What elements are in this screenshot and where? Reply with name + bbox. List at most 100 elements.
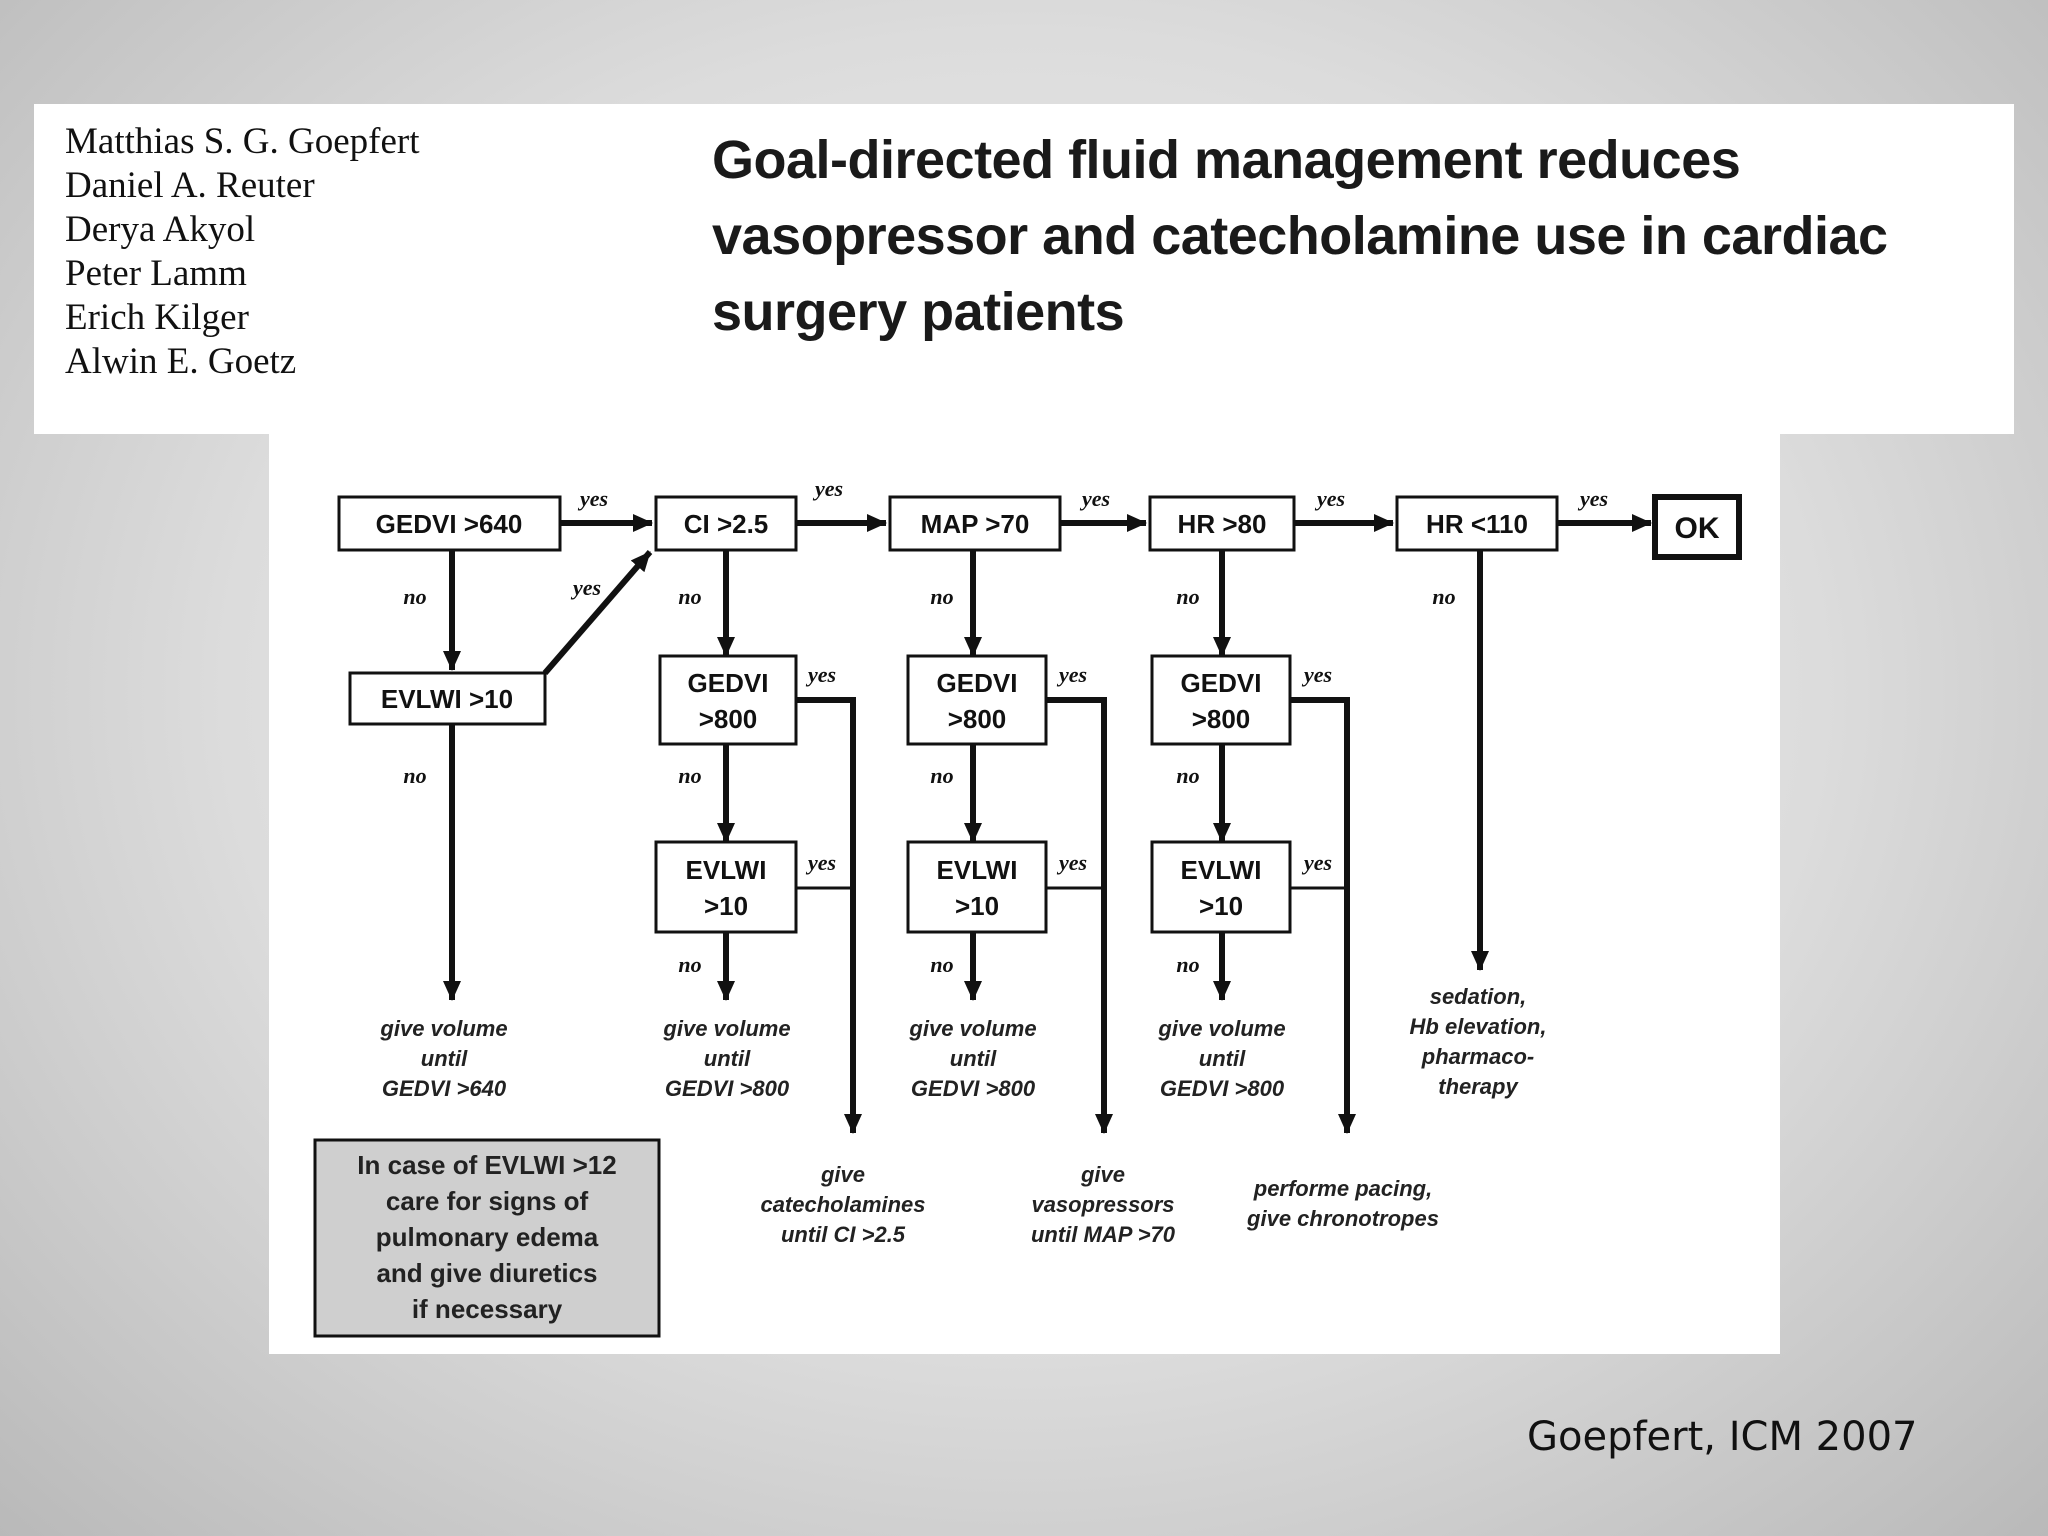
node-evlwi-10: EVLWI >10 — [906, 840, 1048, 934]
node-ci: CI >2.5 — [654, 495, 798, 552]
author-name: Daniel A. Reuter — [65, 165, 315, 206]
yes-label: yes — [805, 662, 836, 687]
note-text: pulmonary edema — [376, 1222, 599, 1252]
no-label: no — [403, 763, 426, 788]
node-evlwi-first: EVLWI >10 — [348, 671, 547, 726]
node-label: EVLWI >10 — [381, 684, 513, 714]
author-name: Erich Kilger — [65, 297, 249, 338]
action-text: give — [1080, 1162, 1125, 1187]
yes-label: yes — [1314, 486, 1345, 511]
arrow-yes-vasopressors — [1046, 697, 1113, 1134]
node-gedvi-800: GEDVI >800 — [658, 654, 798, 746]
no-label: no — [1176, 584, 1199, 609]
citation: Goepfert, ICM 2007 — [1527, 1414, 1918, 1460]
node-hr-110: HR <110 — [1395, 495, 1559, 552]
action-text: give volume — [1157, 1016, 1285, 1041]
yes-labels: yes yes yes yes yes yes yes yes yes yes … — [570, 476, 1608, 875]
node-label: EVLWI — [1181, 855, 1262, 885]
no-label: no — [1432, 584, 1455, 609]
author-name: Peter Lamm — [65, 253, 247, 294]
action-vasopressors: give vasopressors until MAP >70 — [1031, 1162, 1176, 1247]
no-label: no — [930, 584, 953, 609]
node-label: >10 — [704, 891, 748, 921]
action-text: until — [950, 1046, 997, 1071]
node-gedvi-800: GEDVI >800 — [1150, 654, 1292, 746]
no-labels: no no no no no no no no no no no no — [403, 584, 1455, 977]
node-label: >10 — [1199, 891, 1243, 921]
node-gedvi-800: GEDVI >800 — [906, 654, 1048, 746]
node-label: EVLWI — [686, 855, 767, 885]
node-label: >800 — [1192, 704, 1251, 734]
yes-label: yes — [570, 575, 601, 600]
no-label: no — [930, 763, 953, 788]
author-name: Matthias S. G. Goepfert — [65, 121, 420, 162]
node-label: EVLWI — [937, 855, 1018, 885]
note-text: and give diuretics — [376, 1258, 597, 1288]
node-label: GEDVI >640 — [376, 509, 523, 539]
connectors — [443, 514, 1652, 1134]
action-text: performe pacing, — [1253, 1176, 1432, 1201]
action-text: GEDVI >640 — [382, 1076, 507, 1101]
node-gedvi-640: GEDVI >640 — [337, 495, 562, 552]
action-volume-640: give volume until GEDVI >640 — [379, 1016, 507, 1101]
paper-title: Goal-directed fluid management reduces v… — [712, 130, 1888, 342]
action-text: Hb elevation, — [1410, 1014, 1547, 1039]
node-label: OK — [1675, 512, 1720, 545]
action-text: until — [421, 1046, 468, 1071]
author-list: Matthias S. G. Goepfert Daniel A. Reuter… — [65, 120, 420, 384]
action-text: catecholamines — [760, 1192, 925, 1217]
action-text: give volume — [908, 1016, 1036, 1041]
action-text: give chronotropes — [1246, 1206, 1439, 1231]
node-label: >800 — [948, 704, 1007, 734]
note-text: In case of EVLWI >12 — [357, 1150, 616, 1180]
node-evlwi-10: EVLWI >10 — [654, 840, 798, 934]
action-text: pharmaco- — [1421, 1044, 1534, 1069]
action-text: until — [704, 1046, 751, 1071]
yes-label: yes — [805, 850, 836, 875]
action-text: GEDVI >800 — [665, 1076, 790, 1101]
yes-label: yes — [1079, 486, 1110, 511]
yes-label: yes — [1301, 850, 1332, 875]
action-text: give — [820, 1162, 865, 1187]
author-name: Derya Akyol — [65, 209, 256, 250]
action-text: until MAP >70 — [1031, 1222, 1176, 1247]
no-label: no — [678, 952, 701, 977]
action-text: GEDVI >800 — [911, 1076, 1036, 1101]
action-text: until — [1199, 1046, 1246, 1071]
node-label: HR <110 — [1426, 509, 1528, 539]
action-volume-800: give volume until GEDVI >800 — [1157, 1016, 1285, 1101]
no-label: no — [1176, 952, 1199, 977]
action-sedation: sedation, Hb elevation, pharmaco- therap… — [1410, 984, 1547, 1099]
yes-label: yes — [1577, 486, 1608, 511]
no-label: no — [678, 763, 701, 788]
node-map: MAP >70 — [888, 495, 1062, 552]
action-text: sedation, — [1430, 984, 1527, 1009]
node-hr-80: HR >80 — [1148, 495, 1296, 552]
arrow-yes-catecholamines — [796, 697, 862, 1134]
header-panel — [34, 104, 2014, 434]
author-name: Alwin E. Goetz — [65, 341, 297, 382]
node-label: GEDVI — [937, 668, 1018, 698]
arrow-yes-pacing — [1290, 697, 1356, 1134]
action-text: until CI >2.5 — [781, 1222, 906, 1247]
yes-label: yes — [1056, 850, 1087, 875]
yes-label: yes — [1056, 662, 1087, 687]
note-text: care for signs of — [386, 1186, 589, 1216]
no-label: no — [1176, 763, 1199, 788]
no-label: no — [403, 584, 426, 609]
yes-label: yes — [577, 486, 608, 511]
action-text: give volume — [379, 1016, 507, 1041]
action-pacing: performe pacing, give chronotropes — [1246, 1176, 1439, 1231]
action-volume-800: give volume until GEDVI >800 — [908, 1016, 1036, 1101]
node-label: GEDVI — [1181, 668, 1262, 698]
node-label: CI >2.5 — [684, 509, 769, 539]
node-label: >10 — [955, 891, 999, 921]
note-text: if necessary — [412, 1294, 563, 1324]
no-label: no — [678, 584, 701, 609]
action-catecholamines: give catecholamines until CI >2.5 — [760, 1162, 925, 1247]
action-text: therapy — [1438, 1074, 1519, 1099]
node-label: GEDVI — [688, 668, 769, 698]
node-label: HR >80 — [1178, 509, 1267, 539]
yes-label: yes — [812, 476, 843, 501]
